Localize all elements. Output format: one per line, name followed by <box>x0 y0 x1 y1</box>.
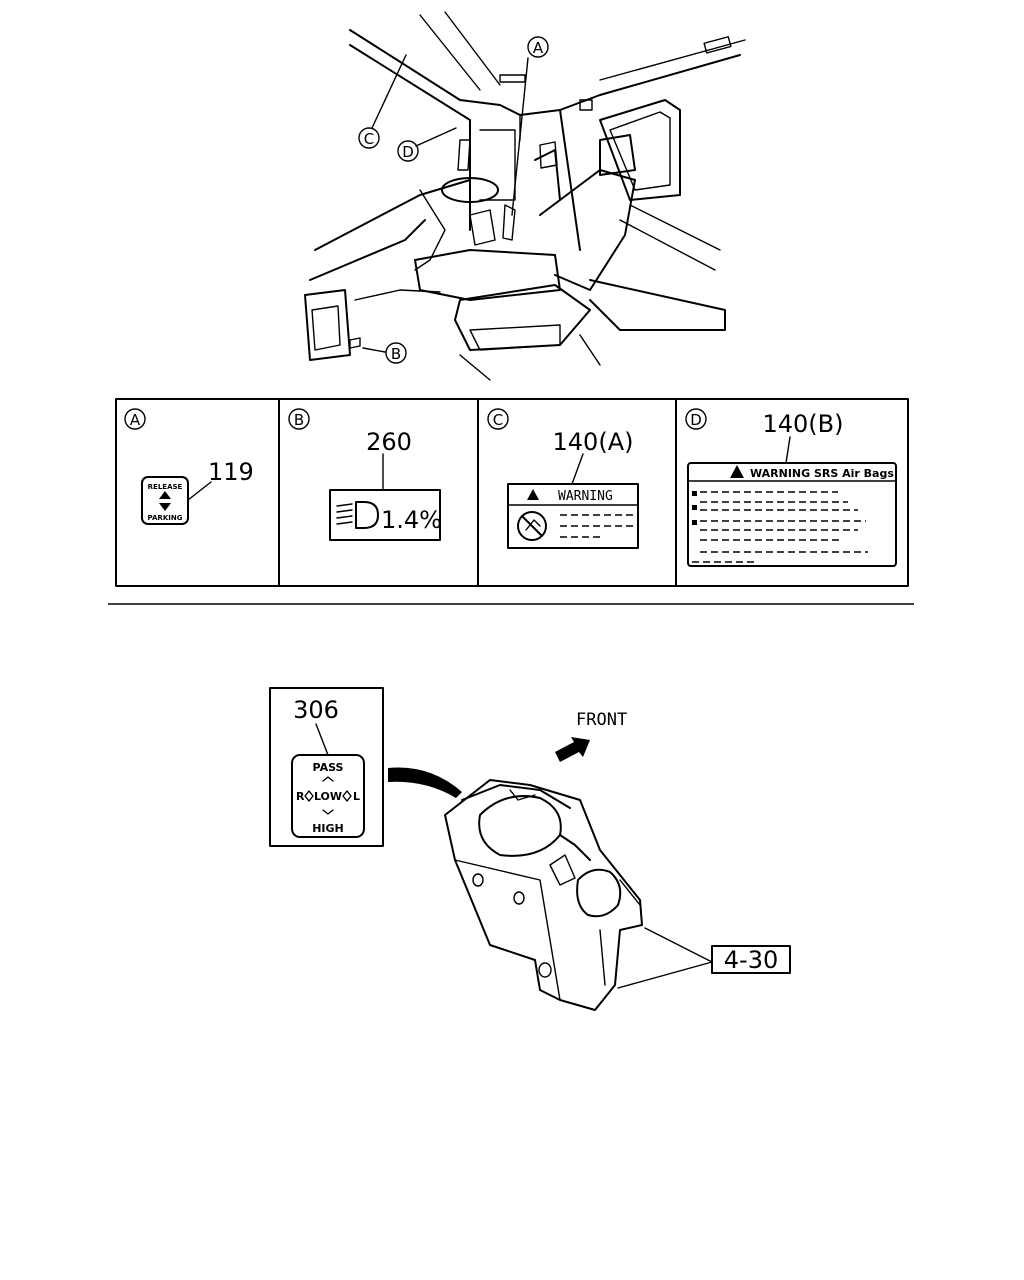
front-arrow-icon <box>555 737 590 762</box>
leveling-reading: 1.4% <box>381 506 442 534</box>
warning-triangle-icon <box>730 465 744 478</box>
panel-a-letter: A <box>130 411 141 429</box>
switch-r-label: R <box>296 790 305 803</box>
switch-pass-label: PASS <box>313 761 344 774</box>
chevron-down-icon <box>322 809 334 815</box>
svg-text:WARNING SRS Air Bags: WARNING SRS Air Bags <box>750 467 894 480</box>
switch-l-label: L <box>353 790 360 803</box>
svg-text:PARKING: PARKING <box>148 514 183 522</box>
svg-text:A: A <box>533 39 544 57</box>
callout-b: B <box>385 342 407 364</box>
reference-label: 4-30 <box>724 946 778 974</box>
callout-a: A <box>527 36 549 58</box>
svg-text:C: C <box>364 130 374 148</box>
callout-c: C <box>358 127 380 149</box>
warning-label-a: WARNING <box>507 483 639 549</box>
svg-text:WARNING: WARNING <box>558 489 613 504</box>
label-panels-table <box>115 398 909 587</box>
chevron-up-icon <box>322 776 334 782</box>
svg-text:RELEASE: RELEASE <box>148 483 183 491</box>
up-arrow-icon <box>159 491 171 499</box>
panel-b: B 260 1.4% <box>288 408 442 541</box>
callout-d: D <box>397 140 419 162</box>
front-label: FRONT <box>576 710 627 730</box>
panel-a-part-number: 119 <box>208 458 254 486</box>
diamond-right-icon <box>342 790 352 802</box>
panel-b-letter: B <box>294 411 304 429</box>
panel-d-part-number: 140(B) <box>763 410 844 438</box>
headlamp-leveling-label: 1.4% <box>329 489 442 541</box>
switch-low-label: LOW <box>314 790 342 803</box>
ref-leaders <box>617 927 713 989</box>
down-arrow-icon <box>159 503 171 511</box>
svg-text:D: D <box>402 143 414 161</box>
panel-c: C 140(A) WARNING <box>487 408 639 549</box>
pointer-arrow <box>388 767 462 798</box>
switch-label-detail: 306 PASS R LOW L HIGH <box>269 687 384 847</box>
panel-b-part-number: 260 <box>366 428 412 456</box>
panel-d: D 140(B) WARNING SRS Air Bags <box>685 408 897 567</box>
parking-brake-label: RELEASE PARKING <box>141 476 189 525</box>
diamond-left-icon <box>304 790 314 802</box>
svg-text:B: B <box>391 345 401 363</box>
switch-high-label: HIGH <box>312 822 344 835</box>
warning-triangle-icon <box>527 489 539 500</box>
warning-label-b: WARNING SRS Air Bags <box>687 462 897 567</box>
cab-interior-illustration <box>304 11 746 381</box>
switch-label-part-number: 306 <box>293 696 339 724</box>
panel-c-letter: C <box>493 411 503 429</box>
panel-c-part-number: 140(A) <box>553 428 634 456</box>
leader-a <box>511 57 529 216</box>
no-child-seat-icon <box>517 511 547 541</box>
headlamp-icon <box>336 501 379 529</box>
leader-d <box>415 127 457 147</box>
leader-c <box>371 54 407 129</box>
reference-box: 4-30 <box>711 945 791 974</box>
combination-switch-body <box>444 779 643 1011</box>
front-direction-indicator: FRONT <box>555 710 627 762</box>
leader-b <box>362 347 386 353</box>
panel-d-letter: D <box>690 411 702 429</box>
panel-a: A 119 RELEASE PARKING <box>124 408 254 525</box>
